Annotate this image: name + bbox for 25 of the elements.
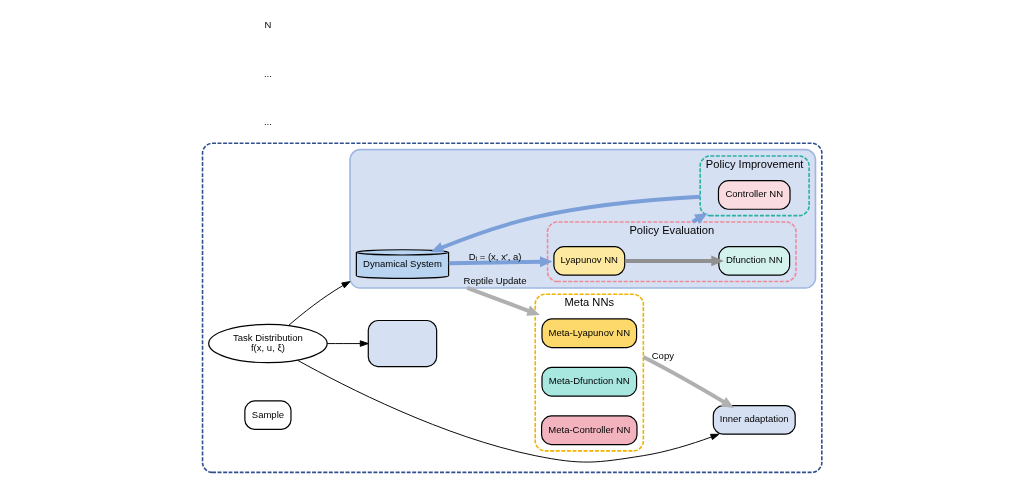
node-box: Sample	[244, 400, 292, 431]
node-box	[367, 319, 438, 368]
node-box: Controller NN	[717, 180, 791, 210]
node-box: Inner adaptation	[712, 405, 796, 435]
cluster	[201, 142, 823, 474]
node-box: Meta-Dfunction NN	[541, 366, 638, 397]
label: N	[264, 19, 272, 31]
node-box: Meta-Controller NN	[541, 415, 638, 446]
node-box: Lyapunov NN	[553, 246, 626, 276]
node-ellipse: Task Distribution f(x, u, ξ)	[208, 323, 328, 364]
label: ...	[263, 116, 272, 128]
edge-label: Reptile Update	[463, 275, 527, 287]
edge-label: Copy	[651, 350, 674, 362]
edge-label: Dᵢ = (x, x′, a)	[468, 250, 522, 262]
node-box: Dfunction NN	[718, 246, 791, 276]
arrow	[466, 286, 540, 316]
arrow	[642, 355, 734, 409]
arrow	[297, 359, 720, 463]
arrow	[288, 281, 351, 326]
arrow	[326, 340, 369, 347]
label: ...	[263, 67, 272, 79]
cluster	[349, 148, 817, 289]
node-box: Meta-Lyapunov NN	[541, 318, 638, 349]
arrow	[624, 255, 724, 267]
arrow	[448, 256, 553, 268]
